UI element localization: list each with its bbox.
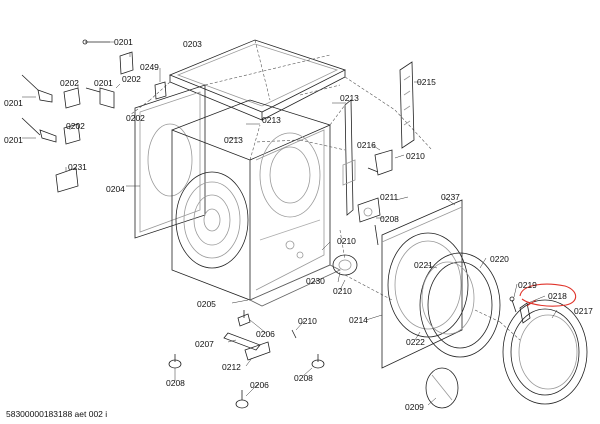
label-0201-mid: 0201 bbox=[4, 98, 23, 108]
label-0249: 0249 bbox=[140, 62, 159, 72]
label-0221: 0221 bbox=[414, 260, 433, 270]
label-0213-right: 0213 bbox=[340, 93, 359, 103]
foot-part-0208-left bbox=[168, 354, 182, 369]
bracket-0202-mid bbox=[63, 87, 115, 109]
bolt-0201-mid bbox=[21, 74, 53, 103]
label-0206-upper: 0206 bbox=[256, 329, 275, 339]
label-0202-mid-left: 0202 bbox=[60, 78, 79, 88]
label-0211: 0211 bbox=[380, 192, 399, 202]
bracket-0202-low bbox=[63, 123, 81, 145]
label-0203: 0203 bbox=[183, 39, 202, 49]
label-0208-right: 0208 bbox=[294, 373, 313, 383]
bolt-0201-low bbox=[21, 117, 57, 143]
label-0206-lower: 0206 bbox=[250, 380, 269, 390]
label-0230: 0230 bbox=[306, 276, 325, 286]
label-0210-mid: 0210 bbox=[337, 236, 356, 246]
label-0222: 0222 bbox=[406, 337, 425, 347]
cover-part-0209 bbox=[425, 367, 459, 409]
label-0216: 0216 bbox=[357, 140, 376, 150]
foot-part-0206-upper bbox=[237, 310, 251, 327]
highlight-circle bbox=[519, 283, 577, 307]
label-0213-left: 0213 bbox=[224, 135, 243, 145]
label-0201-mid-right: 0201 bbox=[94, 78, 113, 88]
label-0213-mid: 0213 bbox=[262, 115, 281, 125]
rod-part-0213 bbox=[342, 99, 356, 216]
label-0231: 0231 bbox=[68, 162, 87, 172]
label-0209: 0209 bbox=[405, 402, 424, 412]
leader-lines bbox=[22, 41, 558, 406]
hinge-part-0218 bbox=[519, 302, 531, 324]
label-0208-mid: 0208 bbox=[380, 214, 399, 224]
foot-part-0206-lower bbox=[235, 390, 249, 409]
label-0201-low: 0201 bbox=[4, 135, 23, 145]
document-id-footer: 58300000183188 aet 002 i bbox=[6, 409, 108, 419]
label-0205: 0205 bbox=[197, 299, 216, 309]
foot-part-0208-right bbox=[311, 354, 325, 369]
part-0207 bbox=[223, 332, 261, 351]
part-0230 bbox=[332, 254, 358, 276]
label-0219: 0219 bbox=[518, 280, 537, 290]
bracket-0202-top bbox=[119, 51, 134, 75]
door-ring-part bbox=[502, 299, 588, 405]
door-frame-part bbox=[419, 252, 501, 358]
rail-part-0215 bbox=[399, 61, 415, 149]
label-0214: 0214 bbox=[349, 315, 368, 325]
part-0211 bbox=[357, 197, 381, 223]
label-0212: 0212 bbox=[222, 362, 241, 372]
top-lid-part bbox=[168, 39, 347, 121]
part-0216 bbox=[367, 149, 393, 176]
label-0237: 0237 bbox=[441, 192, 460, 202]
label-0201-top: 0201 bbox=[114, 37, 133, 47]
assembly-guide-lines bbox=[129, 39, 521, 341]
label-0217: 0217 bbox=[574, 306, 593, 316]
label-0210-top: 0210 bbox=[406, 151, 425, 161]
label-0220: 0220 bbox=[490, 254, 509, 264]
part-0208-wire bbox=[374, 224, 379, 246]
part-0212 bbox=[244, 341, 271, 361]
label-0218: 0218 bbox=[548, 291, 567, 301]
label-0202-low: 0202 bbox=[66, 121, 85, 131]
label-0204: 0204 bbox=[106, 184, 125, 194]
bolt-0201-top bbox=[82, 39, 110, 45]
screw-part-0210-low bbox=[291, 329, 297, 339]
front-panel-part bbox=[381, 199, 469, 369]
part-0249 bbox=[154, 81, 167, 100]
cabinet-part bbox=[134, 84, 341, 307]
label-0202-mid-right: 0202 bbox=[126, 113, 145, 123]
label-0202-top: 0202 bbox=[122, 74, 141, 84]
bracket-0231 bbox=[55, 167, 79, 193]
label-0208-left: 0208 bbox=[166, 378, 185, 388]
label-0210-bottom: 0210 bbox=[298, 316, 317, 326]
label-0215: 0215 bbox=[417, 77, 436, 87]
label-0210-low: 0210 bbox=[333, 286, 352, 296]
label-0207: 0207 bbox=[195, 339, 214, 349]
screw-part-0219 bbox=[509, 296, 517, 313]
